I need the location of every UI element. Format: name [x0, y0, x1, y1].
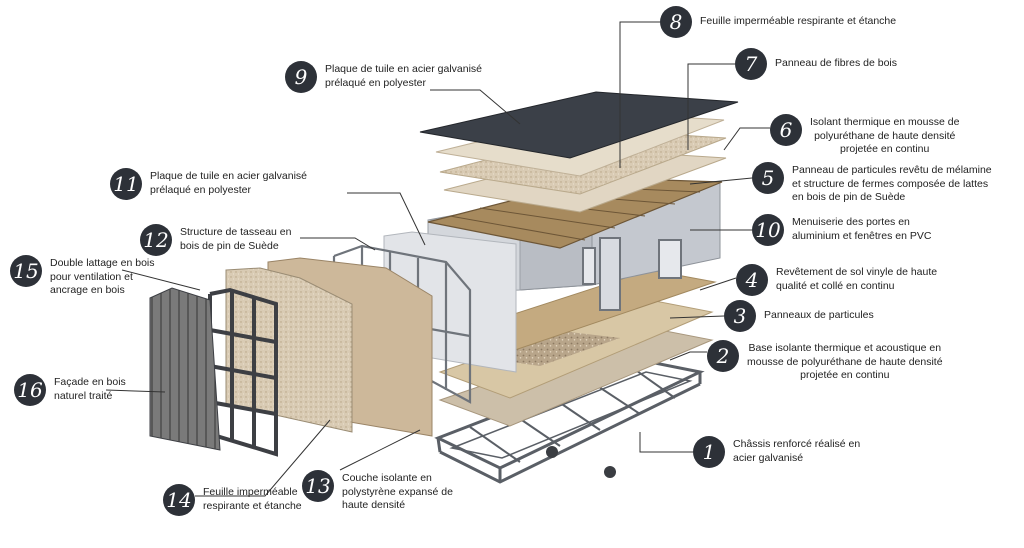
callout-text: Base isolante thermique et acoustique en…	[747, 342, 943, 381]
callout-4: 4 Revêtement de sol vinyle de haute qual…	[736, 264, 937, 296]
callout-text: Façade en bois naturel traité	[54, 376, 126, 402]
callout-badge-icon: 4	[736, 264, 768, 296]
callout-8: 8 Feuille imperméable respirante et étan…	[660, 6, 896, 38]
callout-2: 2 Base isolante thermique et acoustique …	[707, 340, 943, 383]
wall-timber-facade-16	[149, 287, 221, 451]
callout-text: Feuille imperméable respirante et étanch…	[203, 486, 302, 512]
callout-text: Panneau de particules revêtu de mélamine…	[792, 164, 992, 203]
roof-steel-tiles	[419, 91, 739, 159]
callout-11: 11 Plaque de tuile en acier galvanisé pr…	[110, 168, 307, 200]
callout-3: 3 Panneaux de particules	[724, 300, 874, 332]
callout-text: Double lattage en bois pour ventilation …	[50, 257, 155, 296]
callout-10: 10 Menuiserie des portes en aluminium et…	[752, 214, 931, 246]
callout-text: Feuille imperméable respirante et étanch…	[700, 15, 897, 27]
callout-text: Structure de tasseau en bois de pin de S…	[180, 226, 292, 252]
callout-badge-icon: 14	[163, 484, 195, 516]
callout-text: Couche isolante en polystyrène expansé d…	[342, 472, 453, 511]
callout-badge-icon: 16	[14, 374, 46, 406]
callout-text: Revêtement de sol vinyle de haute qualit…	[776, 266, 938, 292]
callout-1: 1 Châssis renforcé réalisé en acier galv…	[693, 436, 860, 468]
callout-badge-icon: 7	[735, 48, 767, 80]
callout-13: 13 Couche isolante en polystyrène expans…	[302, 470, 453, 513]
callout-text: Plaque de tuile en acier galvanisé préla…	[325, 63, 483, 89]
callout-badge-icon: 13	[302, 470, 334, 502]
callout-badge-icon: 10	[752, 214, 784, 246]
callout-16: 16 Façade en bois naturel traité	[14, 374, 126, 406]
callout-text: Menuiserie des portes en aluminium et fe…	[792, 216, 932, 242]
callout-badge-icon: 2	[707, 340, 739, 372]
leader-lines	[105, 21, 770, 497]
callout-7: 7 Panneau de fibres de bois	[735, 48, 897, 80]
callout-badge-icon: 9	[285, 61, 317, 93]
callout-badge-icon: 12	[140, 224, 172, 256]
callout-badge-icon: 11	[110, 168, 142, 200]
callout-text: Panneau de fibres de bois	[775, 57, 898, 69]
callout-5: 5 Panneau de particules revêtu de mélami…	[752, 162, 992, 205]
callout-badge-icon: 15	[10, 255, 42, 287]
callout-text: Plaque de tuile en acier galvanisé préla…	[150, 170, 308, 196]
callout-badge-icon: 8	[660, 6, 692, 38]
callout-15: 15 Double lattage en bois pour ventilati…	[10, 255, 155, 298]
callout-6: 6 Isolant thermique en mousse de polyuré…	[770, 114, 959, 157]
callout-12: 12 Structure de tasseau en bois de pin d…	[140, 224, 292, 256]
callout-badge-icon: 5	[752, 162, 784, 194]
callout-14: 14 Feuille imperméable respirante et éta…	[163, 484, 302, 516]
callout-badge-icon: 6	[770, 114, 802, 146]
callout-text: Châssis renforcé réalisé en acier galvan…	[733, 438, 861, 464]
callout-text: Isolant thermique en mousse de polyuréth…	[810, 116, 960, 155]
callout-badge-icon: 1	[693, 436, 725, 468]
callout-badge-icon: 3	[724, 300, 756, 332]
callout-9: 9 Plaque de tuile en acier galvanisé pré…	[285, 61, 482, 93]
callout-text: Panneaux de particules	[764, 309, 874, 321]
